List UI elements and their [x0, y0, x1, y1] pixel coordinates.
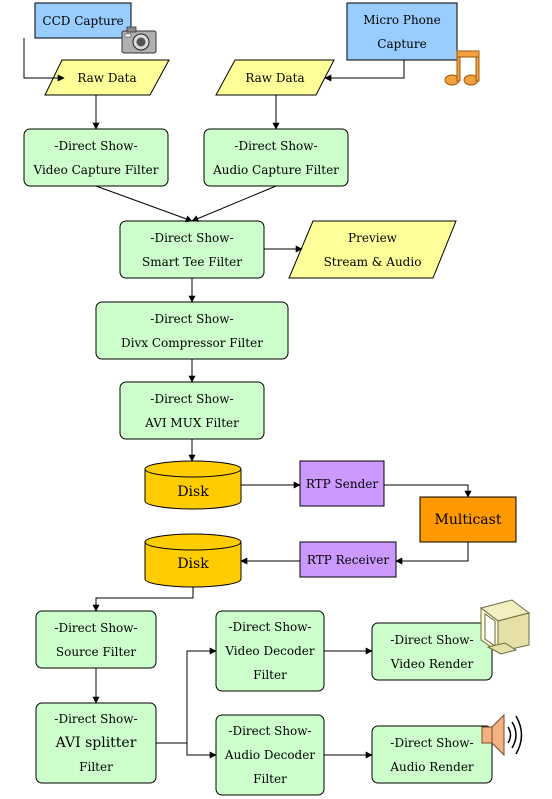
- smart-tee-text-1: -Direct Show-: [150, 230, 234, 245]
- audio-decoder-text-1: -Direct Show-: [228, 724, 312, 738]
- monitor-icon: [479, 599, 531, 655]
- audio-capture-label: -Direct Show- Audio Capture Filter: [204, 129, 348, 186]
- music-note-icon: [444, 50, 480, 86]
- arrow-disk-to-source: [92, 587, 194, 612]
- avi-mux-text-2: AVI MUX Filter: [145, 415, 239, 430]
- avi-mux-text-1: -Direct Show-: [150, 391, 234, 406]
- avi-mux-label: -Direct Show- AVI MUX Filter: [120, 382, 264, 439]
- video-render-text-2: Video Render: [390, 656, 474, 671]
- video-capture-label: -Direct Show- Video Capture Filter: [24, 129, 168, 186]
- avi-splitter-text-2: AVI splitter: [55, 735, 137, 751]
- raw-data-left-text: Raw Data: [77, 70, 137, 85]
- divx-compressor-text-2: Divx Compressor Filter: [121, 335, 263, 350]
- preview-label: Preview Stream & Audio: [289, 221, 456, 278]
- ccd-capture-box: [34, 2, 132, 39]
- raw-data-right-label: Raw Data: [216, 60, 334, 95]
- rtp-sender-box: [299, 460, 385, 507]
- video-decoder-text-3: Filter: [253, 668, 287, 682]
- mic-capture-box: [346, 2, 458, 61]
- raw-data-left-shape: [44, 59, 170, 96]
- disk-bottom-label: Disk: [145, 549, 241, 579]
- arrow-video-capture-to-tee: [95, 185, 193, 223]
- divx-compressor-label: -Direct Show- Divx Compressor Filter: [96, 302, 288, 359]
- arrow-ccd-to-raw: [23, 38, 65, 82]
- smart-tee-text-2: Smart Tee Filter: [142, 254, 242, 269]
- camera-icon: [121, 26, 157, 54]
- rtp-sender-label: RTP Sender: [300, 461, 384, 506]
- arrow-splitter-to-video-decoder: [156, 647, 217, 744]
- smart-tee-label: -Direct Show- Smart Tee Filter: [120, 221, 264, 278]
- mic-capture-text-1: Micro Phone: [363, 12, 441, 27]
- multicast-label: Multicast: [420, 497, 516, 542]
- avi-splitter-label: -Direct Show- AVI splitter Filter: [36, 703, 156, 783]
- disk-bottom-text: Disk: [177, 556, 209, 572]
- avi-splitter-text-1: -Direct Show-: [54, 712, 138, 726]
- arrow-mic-to-raw: [324, 60, 405, 82]
- video-capture-text-1: -Direct Show-: [54, 138, 138, 153]
- video-decoder-text-1: -Direct Show-: [228, 620, 312, 634]
- preview-text-2: Stream & Audio: [323, 254, 422, 269]
- mic-capture-text-2: Capture: [377, 36, 427, 51]
- disk-top-label: Disk: [145, 477, 241, 507]
- preview-shape: [288, 220, 457, 279]
- video-render-label: -Direct Show- Video Render: [372, 623, 492, 680]
- disk-top-shape: [144, 460, 242, 510]
- avi-splitter-text-3: Filter: [79, 760, 113, 774]
- audio-decoder-text-3: Filter: [253, 772, 287, 786]
- arrow-splitter-to-audio-decoder: [186, 743, 217, 759]
- arrow-rtp-sender-to-multicast: [384, 484, 472, 498]
- raw-data-right-shape: [215, 59, 335, 96]
- rtp-receiver-text: RTP Receiver: [306, 552, 390, 567]
- ccd-capture-label: CCD Capture: [35, 3, 131, 38]
- mic-capture-label: Micro Phone Capture: [347, 3, 457, 60]
- multicast-text: Multicast: [434, 511, 502, 528]
- arrow-multicast-to-rtp-receiver: [395, 542, 469, 565]
- source-filter-text-2: Source Filter: [55, 644, 137, 659]
- audio-render-text-1: -Direct Show-: [390, 735, 474, 750]
- raw-data-left-label: Raw Data: [45, 60, 169, 95]
- raw-data-right-text: Raw Data: [245, 70, 305, 85]
- video-decoder-label: -Direct Show- Video Decoder Filter: [216, 611, 324, 691]
- audio-render-text-2: Audio Render: [390, 759, 474, 774]
- rtp-receiver-label: RTP Receiver: [300, 542, 396, 577]
- video-render-text-1: -Direct Show-: [390, 632, 474, 647]
- audio-decoder-label: -Direct Show- Audio Decoder Filter: [216, 715, 324, 795]
- divx-compressor-text-1: -Direct Show-: [150, 311, 234, 326]
- speaker-icon: [481, 713, 523, 757]
- source-filter-text-1: -Direct Show-: [54, 620, 138, 635]
- preview-text-1: Preview: [348, 230, 397, 245]
- rtp-sender-text: RTP Sender: [305, 476, 379, 491]
- source-filter-label: -Direct Show- Source Filter: [36, 611, 156, 668]
- audio-capture-text-1: -Direct Show-: [234, 138, 318, 153]
- connectors: [23, 38, 472, 759]
- arrow-audio-capture-to-tee: [191, 185, 277, 222]
- video-capture-text-2: Video Capture Filter: [33, 162, 159, 177]
- audio-decoder-text-2: Audio Decoder: [224, 748, 316, 762]
- video-decoder-text-2: Video Decoder: [225, 644, 315, 658]
- audio-render-label: -Direct Show- Audio Render: [372, 726, 492, 783]
- disk-bottom-shape: [144, 533, 242, 588]
- ccd-capture-text: CCD Capture: [42, 13, 124, 28]
- disk-top-text: Disk: [177, 484, 209, 500]
- audio-capture-text-2: Audio Capture Filter: [213, 162, 339, 177]
